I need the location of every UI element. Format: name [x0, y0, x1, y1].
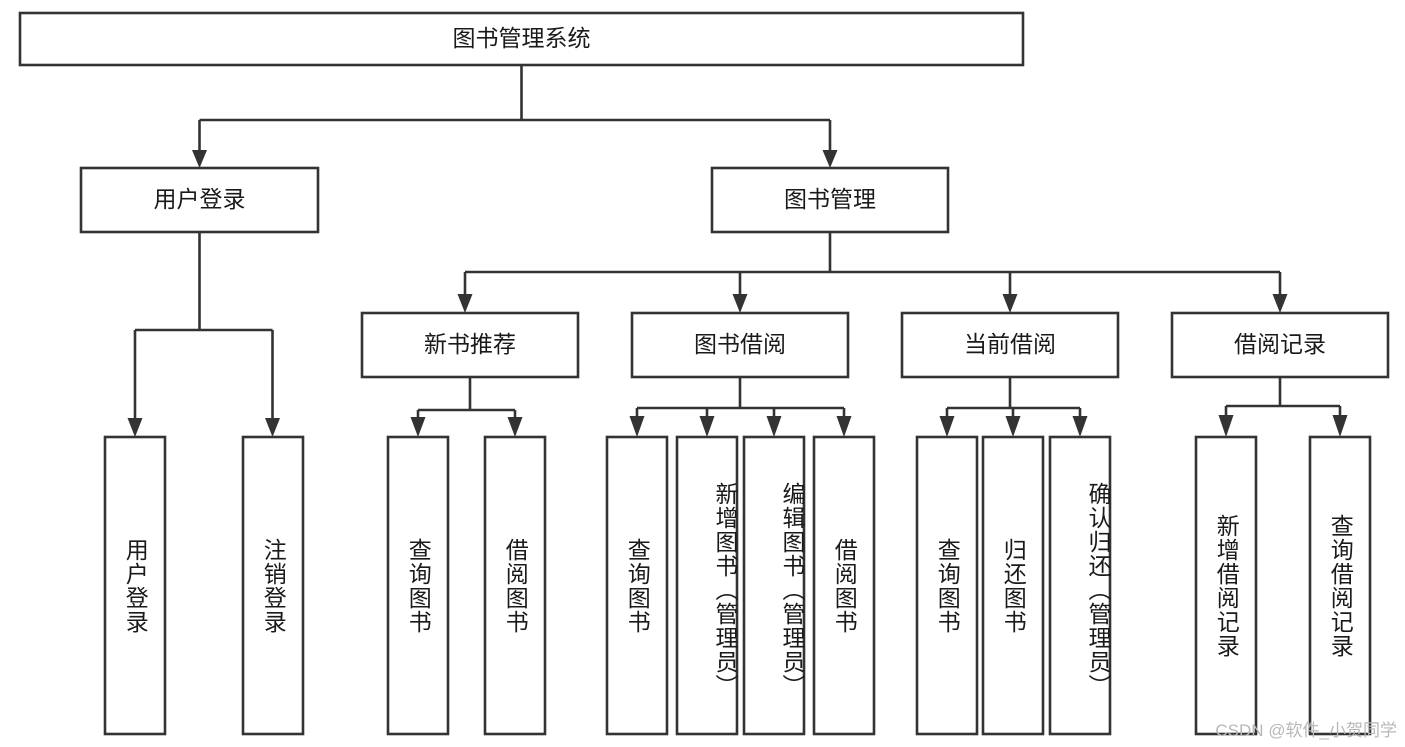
- node-root[interactable]: 图书管理系统: [18, 11, 1025, 67]
- node-current-borrow-box[interactable]: [900, 311, 1120, 379]
- arrow-bm-current: [1002, 294, 1018, 313]
- node-current-borrow-label: 当前借阅: [964, 331, 1056, 357]
- leaf-box-confirm-return[interactable]: [1048, 435, 1112, 736]
- node-new-book-recommend-box[interactable]: [360, 311, 580, 379]
- leaf-box-query-book-3[interactable]: [915, 435, 979, 736]
- watermark-text: CSDN @软件_小贺同学: [1215, 721, 1397, 740]
- node-book-management[interactable]: 图书管理: [710, 166, 950, 234]
- node-root-label: 图书管理系统: [453, 25, 591, 51]
- arrow-cur-leaf2: [1005, 416, 1021, 437]
- connector-group-records: [1218, 377, 1348, 437]
- arrow-cur-leaf1: [939, 416, 955, 437]
- leaf-box-user-login[interactable]: [103, 435, 167, 736]
- connector-group-root: [192, 65, 838, 168]
- node-borrow-records-box[interactable]: [1170, 311, 1390, 379]
- arrow-bw-leaf3: [766, 416, 782, 437]
- arrow-login-leaf1: [127, 418, 143, 437]
- arrow-bw-leaf4: [836, 416, 852, 437]
- arrow-login-leaf2: [265, 418, 280, 437]
- node-new-book-recommend[interactable]: 新书推荐: [360, 311, 580, 379]
- arrow-bw-leaf1: [629, 416, 645, 437]
- node-book-borrow-label: 图书借阅: [694, 331, 786, 357]
- leaf-box-add-book[interactable]: [675, 435, 739, 736]
- connector-group-bookmgmt: [457, 232, 1288, 313]
- node-root-box[interactable]: [18, 11, 1025, 67]
- arrow-bm-records: [1272, 294, 1288, 313]
- arrow-bw-leaf2: [699, 416, 715, 437]
- leaf-box-borrow-book-1[interactable]: [483, 435, 547, 736]
- node-user-login[interactable]: 用户登录: [79, 166, 320, 234]
- leaf-box-query-book-1[interactable]: [386, 435, 450, 736]
- connector-group-login: [127, 232, 280, 437]
- leaf-box-borrow-book-2[interactable]: [812, 435, 876, 736]
- node-current-borrow[interactable]: 当前借阅: [900, 311, 1120, 379]
- leaf-box-edit-book[interactable]: [742, 435, 806, 736]
- arrow-bm-borrow: [732, 294, 748, 313]
- arrow-bm-newbook: [457, 294, 473, 313]
- node-book-borrow-box[interactable]: [630, 311, 850, 379]
- connector-group-newbook: [410, 377, 523, 437]
- leaf-box-logout[interactable]: [241, 435, 305, 736]
- arrow-nb-leaf2: [507, 417, 523, 437]
- leaf-box-return-book[interactable]: [981, 435, 1045, 736]
- arrow-root-to-login: [192, 150, 207, 168]
- node-book-borrow[interactable]: 图书借阅: [630, 311, 850, 379]
- arrow-rec-leaf1: [1218, 415, 1234, 437]
- arrow-nb-leaf1: [410, 417, 426, 437]
- node-new-book-recommend-label: 新书推荐: [424, 331, 516, 357]
- arrow-root-to-bookmgmt: [822, 150, 838, 168]
- node-user-login-box[interactable]: [79, 166, 320, 234]
- node-user-login-label: 用户登录: [154, 186, 246, 212]
- leaf-box-query-book-2[interactable]: [605, 435, 669, 736]
- node-book-management-box[interactable]: [710, 166, 950, 234]
- arrow-cur-leaf3: [1072, 416, 1088, 437]
- connector-group-borrow: [629, 377, 852, 437]
- node-borrow-records[interactable]: 借阅记录: [1170, 311, 1390, 379]
- arrow-rec-leaf2: [1332, 415, 1348, 437]
- node-book-management-label: 图书管理: [784, 186, 876, 212]
- leaf-box-query-record[interactable]: [1308, 435, 1372, 736]
- node-borrow-records-label: 借阅记录: [1234, 331, 1326, 357]
- connector-group-current: [939, 377, 1088, 437]
- leaf-box-add-record[interactable]: [1194, 435, 1258, 736]
